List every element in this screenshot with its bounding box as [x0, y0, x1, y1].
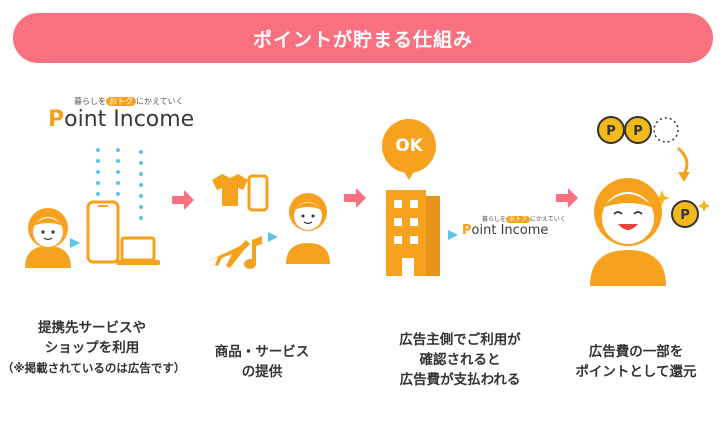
ok-bubble-icon — [382, 119, 436, 180]
ad-disclaimer: （※掲載されているのは広告です） — [2, 361, 186, 375]
point-income-logo-small: 暮らしをおトクにかえていく Point Income — [462, 214, 566, 239]
airplane-icon — [206, 240, 250, 268]
connection-dots — [96, 148, 143, 220]
page-title: ポイントが貯まる仕組み — [252, 28, 473, 51]
svg-text:P: P — [606, 124, 616, 139]
curved-arrow-icon — [676, 146, 690, 182]
flow-arrow-icon — [556, 188, 578, 208]
music-note-icon — [244, 236, 262, 269]
small-arrow-icon — [268, 232, 278, 242]
tshirt-icon — [212, 174, 248, 206]
step-3-caption: 広告主側でご利用が 確認されると 広告費が支払われる — [399, 332, 521, 388]
flow-arrow-icon — [344, 188, 366, 208]
building-icon — [386, 190, 440, 276]
step-1-caption: 提携先サービスや ショップを利用 （※掲載されているのは広告です） — [2, 318, 186, 378]
small-arrow-icon — [448, 230, 458, 240]
laptop-icon — [116, 236, 160, 265]
point-income-logo: 暮らしをおトクにかえていく Point Income — [48, 96, 195, 133]
logo-wordmark: Point Income — [462, 223, 549, 238]
logo-tagline: 暮らしをおトクにかえていく — [482, 216, 566, 223]
svg-text:P: P — [680, 208, 690, 223]
step-4-caption: 広告費の一部を ポイントとして還元 — [575, 344, 697, 380]
point-coin-icon: P — [671, 200, 699, 228]
user-person-icon — [25, 208, 71, 268]
flow-arrow-icon — [172, 190, 194, 210]
user-person-icon — [286, 193, 330, 264]
sparkle-icon — [654, 190, 710, 212]
ok-label: OK — [395, 136, 423, 156]
phone-product-icon — [247, 174, 269, 212]
logo-wordmark: Point Income — [48, 107, 195, 132]
point-coin-icon: P — [624, 116, 652, 144]
smartphone-icon — [86, 200, 120, 264]
header-banner: ポイントが貯まる仕組み — [13, 13, 713, 63]
empty-coin-icon — [653, 117, 679, 143]
happy-person-icon — [590, 178, 666, 286]
step-2-caption: 商品・サービス の提供 — [214, 344, 310, 380]
point-coin-icon: P — [597, 116, 625, 144]
logo-tagline: 暮らしをおトクにかえていく — [74, 97, 184, 106]
svg-text:P: P — [633, 124, 643, 139]
small-arrow-icon — [70, 238, 80, 248]
